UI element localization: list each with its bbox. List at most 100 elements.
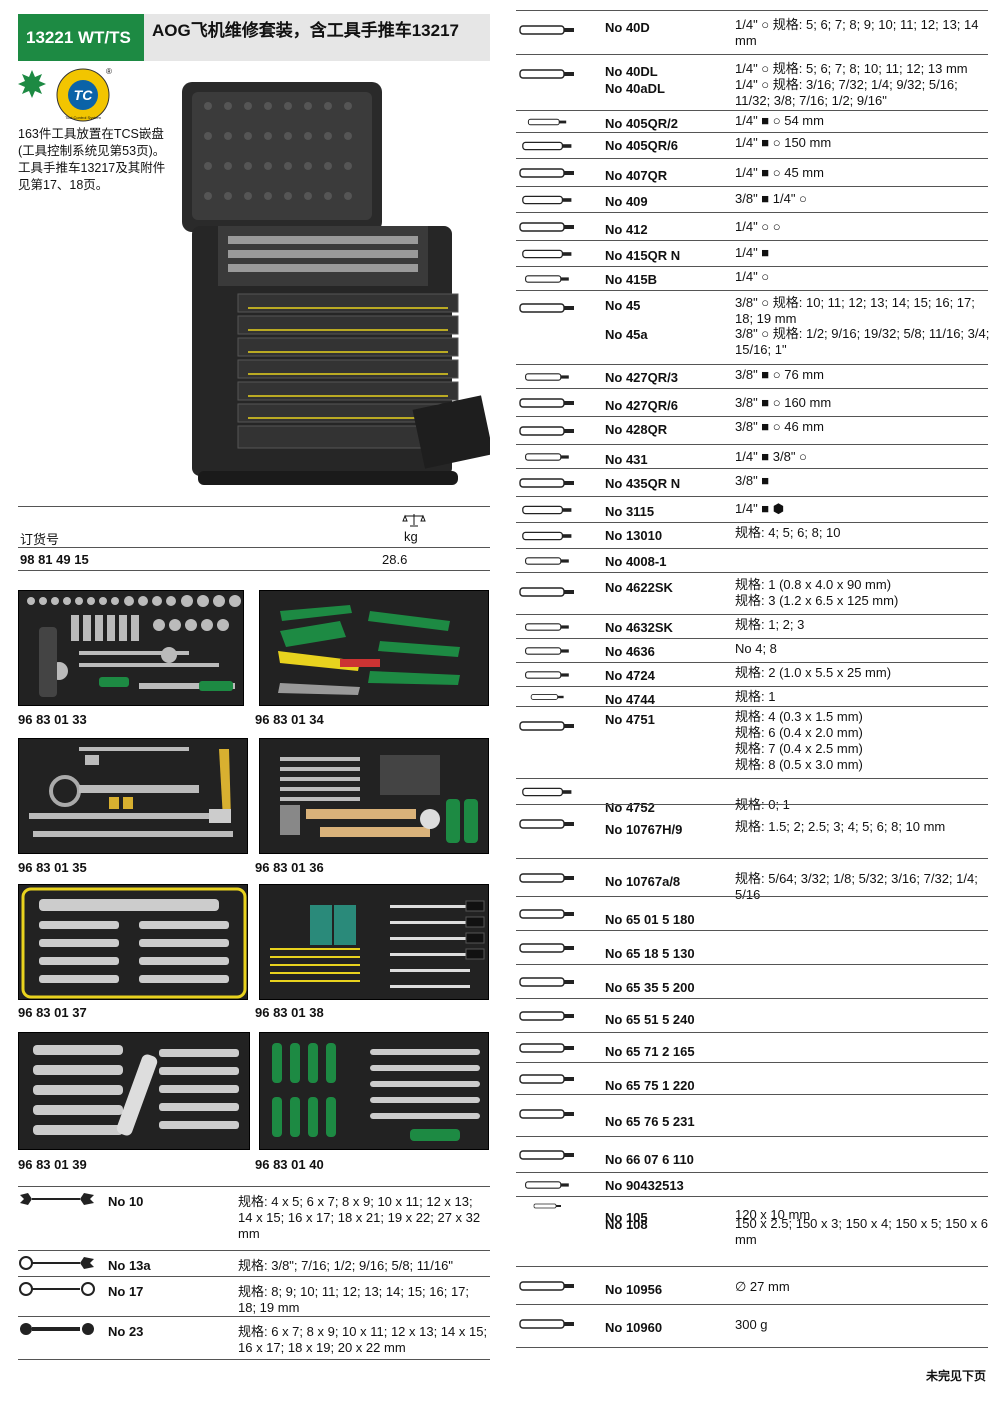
tool-number: No 40D xyxy=(605,20,650,35)
tool-number: No 66 07 6 110 xyxy=(605,1152,694,1167)
screwdriver-icon xyxy=(530,694,564,700)
item-spec: 规格: 4 x 5; 6 x 7; 8 x 9; 10 x 11; 12 x 1… xyxy=(238,1194,481,1241)
tool-number: No 4632SK xyxy=(605,620,673,635)
tool-number: No 435QR N xyxy=(605,476,681,491)
tool-spec: 1/4" ○ 规格: 5; 6; 7; 8; 10; 11; 12; 13 mm… xyxy=(735,61,968,108)
tool-number: No 65 01 5 180 xyxy=(605,912,695,927)
tool-list-item: No 10956 ∅ 27 mm xyxy=(516,1266,988,1304)
bit-holder-icon xyxy=(522,505,572,515)
tool-number: No 4724 xyxy=(605,668,655,683)
tool-list-item: No 65 35 5 200 xyxy=(516,964,988,998)
tray-label: 96 83 01 40 xyxy=(255,1157,324,1172)
tool-spec: 1/4" ■ ○ 54 mm xyxy=(735,113,824,128)
long-extension-icon xyxy=(522,141,572,151)
tool-number: No 427QR/3 xyxy=(605,370,678,385)
tool-number: No 4744 xyxy=(605,692,655,707)
tool-spec: 3/8" ○ 规格: 1/2; 9/16; 19/32; 5/8; 11/16;… xyxy=(735,326,990,357)
tool-spec: 规格: 1; 2; 3 xyxy=(735,617,805,632)
combination-wrench-icon xyxy=(19,1256,94,1270)
tool-number: No 4752 xyxy=(605,800,655,815)
trolley-case-image xyxy=(182,82,490,485)
ratchet-icon xyxy=(519,478,574,488)
intro-line-1: 163件工具放置在TCS嵌盘(工具控制系统见第53页)。 xyxy=(18,127,166,158)
tool-spec: 120 x 10 mm xyxy=(735,1207,811,1222)
tool-number: No 10767a/8 xyxy=(605,874,681,889)
tool-spec: 1/4" ■ xyxy=(735,245,770,260)
open-end-wrench-icon xyxy=(20,1193,94,1205)
tray-label: 96 83 01 37 xyxy=(18,1005,87,1020)
tool-spec: 1/4" ■ 3/8" ○ xyxy=(735,449,807,464)
tool-number: No 427QR/6 xyxy=(605,398,678,413)
hammer-icon xyxy=(519,1319,574,1329)
tool-control-logo-icon: TC ® Tool Control System xyxy=(56,67,112,122)
long-extension-icon xyxy=(519,398,574,408)
tool-number: No 65 71 2 165 xyxy=(605,1044,695,1059)
order-number: 98 81 49 15 xyxy=(20,552,89,567)
extension-icon xyxy=(527,118,567,126)
ratchet-handle-icon xyxy=(525,275,569,283)
long-socket-icon xyxy=(519,69,574,79)
screwdriver-bit-icon xyxy=(522,531,572,541)
tray-image xyxy=(259,884,489,1000)
tool-list-item: No 65 01 5 180 xyxy=(516,896,988,930)
item-spec: 规格: 3/8"; 7/16; 1/2; 9/16; 5/8; 11/16" xyxy=(238,1258,453,1273)
tool-number: No 45a xyxy=(605,327,648,342)
tool-spec: 规格: 4 (0.3 x 1.5 mm) 规格: 6 (0.4 x 2.0 mm… xyxy=(735,709,863,772)
list-item: No 10 规格: 4 x 5; 6 x 7; 8 x 9; 10 x 11; … xyxy=(18,1186,490,1250)
list-item: No 17 规格: 8; 9; 10; 11; 12; 13; 14; 15; … xyxy=(18,1276,490,1316)
tool-number: No 90432513 xyxy=(605,1178,684,1193)
tool-number: No 10767H/9 xyxy=(605,822,683,837)
tool-list-item: No 66 07 6 110 xyxy=(516,1136,988,1172)
tray-label: 96 83 01 38 xyxy=(255,1005,324,1020)
tool-list-item: No 65 76 5 231 xyxy=(516,1094,988,1136)
tool-number: No 10956 xyxy=(605,1282,663,1297)
adapter-icon xyxy=(522,195,572,205)
hex-key-tray-icon xyxy=(270,900,485,988)
tool-spec: 3/8" ■ ○ 46 mm xyxy=(735,419,824,434)
starburst-icon xyxy=(18,70,46,98)
hammer-icon xyxy=(519,1281,574,1291)
tool-spec: ∅ 27 mm xyxy=(735,1279,790,1294)
tool-list-item: No 4724 规格: 2 (1.0 x 5.5 x 25 mm) xyxy=(516,662,988,686)
pliers-icon xyxy=(525,1181,569,1189)
tool-number: No 407QR xyxy=(605,168,668,183)
combination-wrench-tray-icon xyxy=(33,1045,239,1136)
universal-joint-icon xyxy=(519,426,574,436)
tray-label: 96 83 01 39 xyxy=(18,1157,87,1172)
universal-joint-icon xyxy=(519,168,574,178)
svg-text:®: ® xyxy=(106,67,112,76)
tray-image xyxy=(18,590,244,706)
item-spec: 规格: 6 x 7; 8 x 9; 10 x 11; 12 x 13; 14 x… xyxy=(238,1324,488,1355)
extension-icon xyxy=(525,373,569,381)
tool-spec: 规格: 2 (1.0 x 5.5 x 25 mm) xyxy=(735,665,892,680)
tool-spec: 3/8" ■ xyxy=(735,473,770,488)
item-number: No 17 xyxy=(108,1284,144,1299)
tool-number: No 415B xyxy=(605,272,658,287)
pliers-tray-icon xyxy=(278,605,460,695)
tool-number: No 4008-1 xyxy=(605,554,667,569)
tray-image xyxy=(18,1032,250,1150)
screwdriver-icon xyxy=(525,557,569,565)
screwdriver-icon xyxy=(525,623,569,631)
tool-list-item: No 45a 3/8" ○ 规格: 1/2; 9/16; 19/32; 5/8; … xyxy=(516,324,990,364)
precision-screwdriver-icon xyxy=(519,721,574,731)
tool-number: No 3115 xyxy=(605,504,655,519)
adapter-icon xyxy=(525,453,569,461)
item-number: No 10 xyxy=(108,1194,144,1209)
tool-number: No 108 xyxy=(605,1217,648,1232)
tray-image xyxy=(259,738,489,854)
ratchet-icon xyxy=(522,249,572,259)
